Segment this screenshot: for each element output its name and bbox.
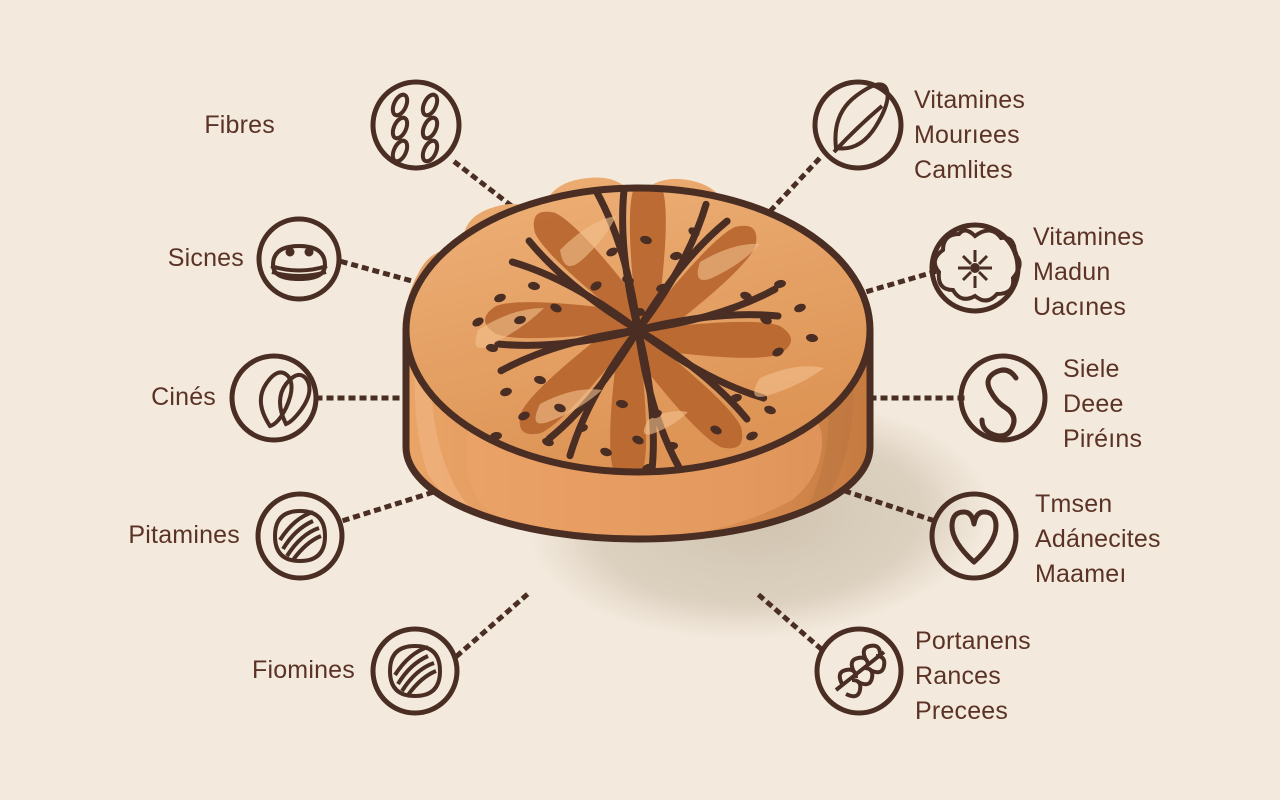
label-line: Tmsen [1035, 490, 1113, 518]
label-line: Cinés [151, 383, 216, 411]
label-line: Portanens [915, 627, 1031, 655]
label-line: Adánecites [1035, 525, 1161, 553]
callout-label-vitamines-madun[interactable]: Vitamines Madun Uacınes [1033, 220, 1144, 325]
letter-s-icon [958, 353, 1048, 443]
callout-label-vitamines-mourees[interactable]: Vitamines Mourıees Camlites [914, 83, 1025, 188]
connector-tmsen [844, 488, 936, 524]
wheat-sprig-icon [814, 626, 904, 716]
label-line: Mourıees [914, 121, 1020, 149]
connector-sicnes [339, 258, 456, 296]
heart-icon [929, 491, 1019, 581]
label-line: Rances [915, 662, 1001, 690]
nut-seed-icon [370, 626, 460, 716]
label-line: Sicnes [167, 244, 244, 272]
connector-portanens [756, 592, 824, 652]
label-line: Vitamines [914, 86, 1026, 114]
label-line: Vitamines [1033, 223, 1145, 251]
callout-label-pitamines[interactable]: Pitamines [128, 518, 240, 553]
two-leaves-icon [229, 353, 319, 443]
label-line: Pitamines [128, 521, 240, 549]
label-line: Madun [1033, 258, 1111, 286]
bread-loaf-illustration [402, 177, 874, 543]
label-line: Camlites [914, 156, 1013, 184]
connector-fiomines [454, 588, 534, 659]
flower-icon [929, 222, 1022, 314]
callout-label-fiomines[interactable]: Fiomines [252, 653, 355, 688]
callout-label-tmsen-adanecites[interactable]: Tmsen Adánecites Maameı [1035, 487, 1161, 592]
label-line: Siele [1063, 355, 1120, 383]
callout-label-fibres[interactable]: Fibres [204, 108, 275, 143]
leaf-icon [812, 79, 904, 171]
callout-label-cines[interactable]: Cinés [151, 380, 216, 415]
bread-top-petals [472, 188, 824, 472]
icon-circles [229, 79, 1048, 716]
callout-label-portanens-rances[interactable]: Portanens Rances Precees [915, 624, 1031, 729]
label-line: Fibres [204, 111, 275, 139]
label-line: Uacınes [1033, 293, 1127, 321]
grain-kernels-icon [370, 79, 462, 171]
label-line: Deee [1063, 390, 1124, 418]
connector-vitamines-mourees [756, 156, 822, 226]
nut-seed-icon [255, 491, 345, 581]
callout-label-siele-deee[interactable]: Siele Deee Piréıns [1063, 352, 1142, 457]
label-line: Piréıns [1063, 425, 1143, 453]
callout-label-sicnes[interactable]: Sicnes [168, 241, 244, 276]
label-line: Precees [915, 697, 1009, 725]
label-line: Fiomines [251, 656, 355, 684]
label-line: Maameı [1035, 560, 1127, 588]
connector-pitamines [341, 486, 444, 524]
bread-loaf-icon [256, 216, 342, 302]
